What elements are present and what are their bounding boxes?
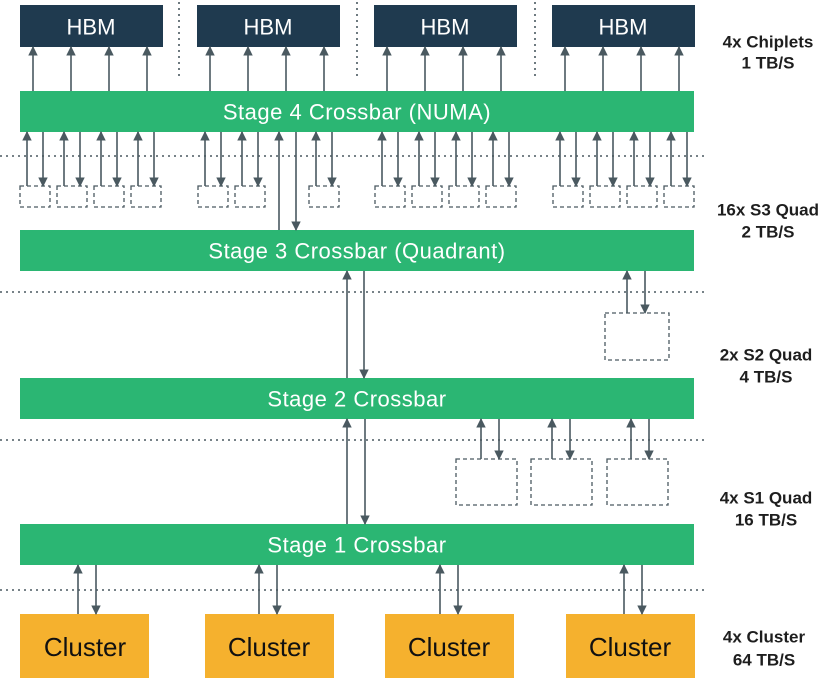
chiplet-dividers [178,2,536,76]
s3-quad-placeholder [448,185,480,208]
level-count: 16x S3 Quad [717,201,819,220]
cluster-block: Cluster [20,614,149,678]
hbm-block: HBM [197,5,340,47]
s3-quad-placeholder [663,185,695,208]
level-bandwidth: 64 TB/S [733,651,795,670]
hbm-label: HBM [421,15,470,40]
hbm-block: HBM [374,5,517,47]
s3-quad-placeholder [197,185,229,208]
level-label-chiplets: 4x Chiplets 1 TB/S [723,33,814,73]
s1-quad-placeholder [606,458,669,506]
level-label-cluster: 4x Cluster 64 TB/S [723,628,806,670]
level-count: 2x S2 Quad [720,346,813,365]
hbm-block: HBM [20,5,163,47]
stage3-crossbar-label: Stage 3 Crossbar (Quadrant) [208,239,505,264]
s3-quad-placeholder [589,185,621,208]
s1-quad-placeholder [455,458,518,506]
s3-quad-placeholder [93,185,125,208]
hbm-label: HBM [244,15,293,40]
level-count: 4x Cluster [723,628,806,647]
stage2-crossbar-label: Stage 2 Crossbar [267,387,446,412]
stage1-crossbar-label: Stage 1 Crossbar [267,533,446,558]
s3-quad-placeholder [411,185,443,208]
connection-arrows [22,46,692,615]
s3-quad-placeholder [374,185,406,208]
s3-quad-ghosts [19,185,695,208]
s3-quad-placeholder [626,185,658,208]
hbm-label: HBM [599,15,648,40]
cluster-block: Cluster [566,614,695,678]
hbm-label: HBM [67,15,116,40]
stage1-crossbar: Stage 1 Crossbar [20,524,694,565]
level-count: 4x Chiplets [723,33,814,52]
s3-quad-placeholder [56,185,88,208]
stage2-crossbar: Stage 2 Crossbar [20,378,694,419]
s3-quad-placeholder [19,185,51,208]
level-label-s2: 2x S2 Quad 4 TB/S [720,346,813,387]
level-bandwidth: 2 TB/S [742,223,795,242]
s3-quad-placeholder [234,185,266,208]
s3-quad-placeholder [308,185,340,208]
cluster-block: Cluster [385,614,514,678]
s3-quad-placeholder [130,185,162,208]
level-label-s3: 16x S3 Quad 2 TB/S [717,201,819,242]
level-bandwidth: 16 TB/S [735,511,797,530]
level-bandwidth: 4 TB/S [740,368,793,387]
level-bandwidth: 1 TB/S [742,54,795,73]
stage3-crossbar: Stage 3 Crossbar (Quadrant) [20,230,694,271]
cluster-block: Cluster [205,614,334,678]
level-count: 4x S1 Quad [720,489,813,508]
s1-quad-ghosts [455,458,669,506]
stage4-crossbar-label: Stage 4 Crossbar (NUMA) [223,100,491,125]
cluster-label: Cluster [589,632,672,662]
cluster-label: Cluster [228,632,311,662]
cluster-label: Cluster [408,632,491,662]
cluster-label: Cluster [44,632,127,662]
s3-quad-placeholder [485,185,517,208]
level-label-s1: 4x S1 Quad 16 TB/S [720,489,813,530]
s3-quad-placeholder [552,185,584,208]
hbm-block: HBM [552,5,695,47]
s1-quad-placeholder [530,458,593,506]
s2-quad-placeholder [604,312,670,361]
stage4-crossbar: Stage 4 Crossbar (NUMA) [20,91,694,132]
